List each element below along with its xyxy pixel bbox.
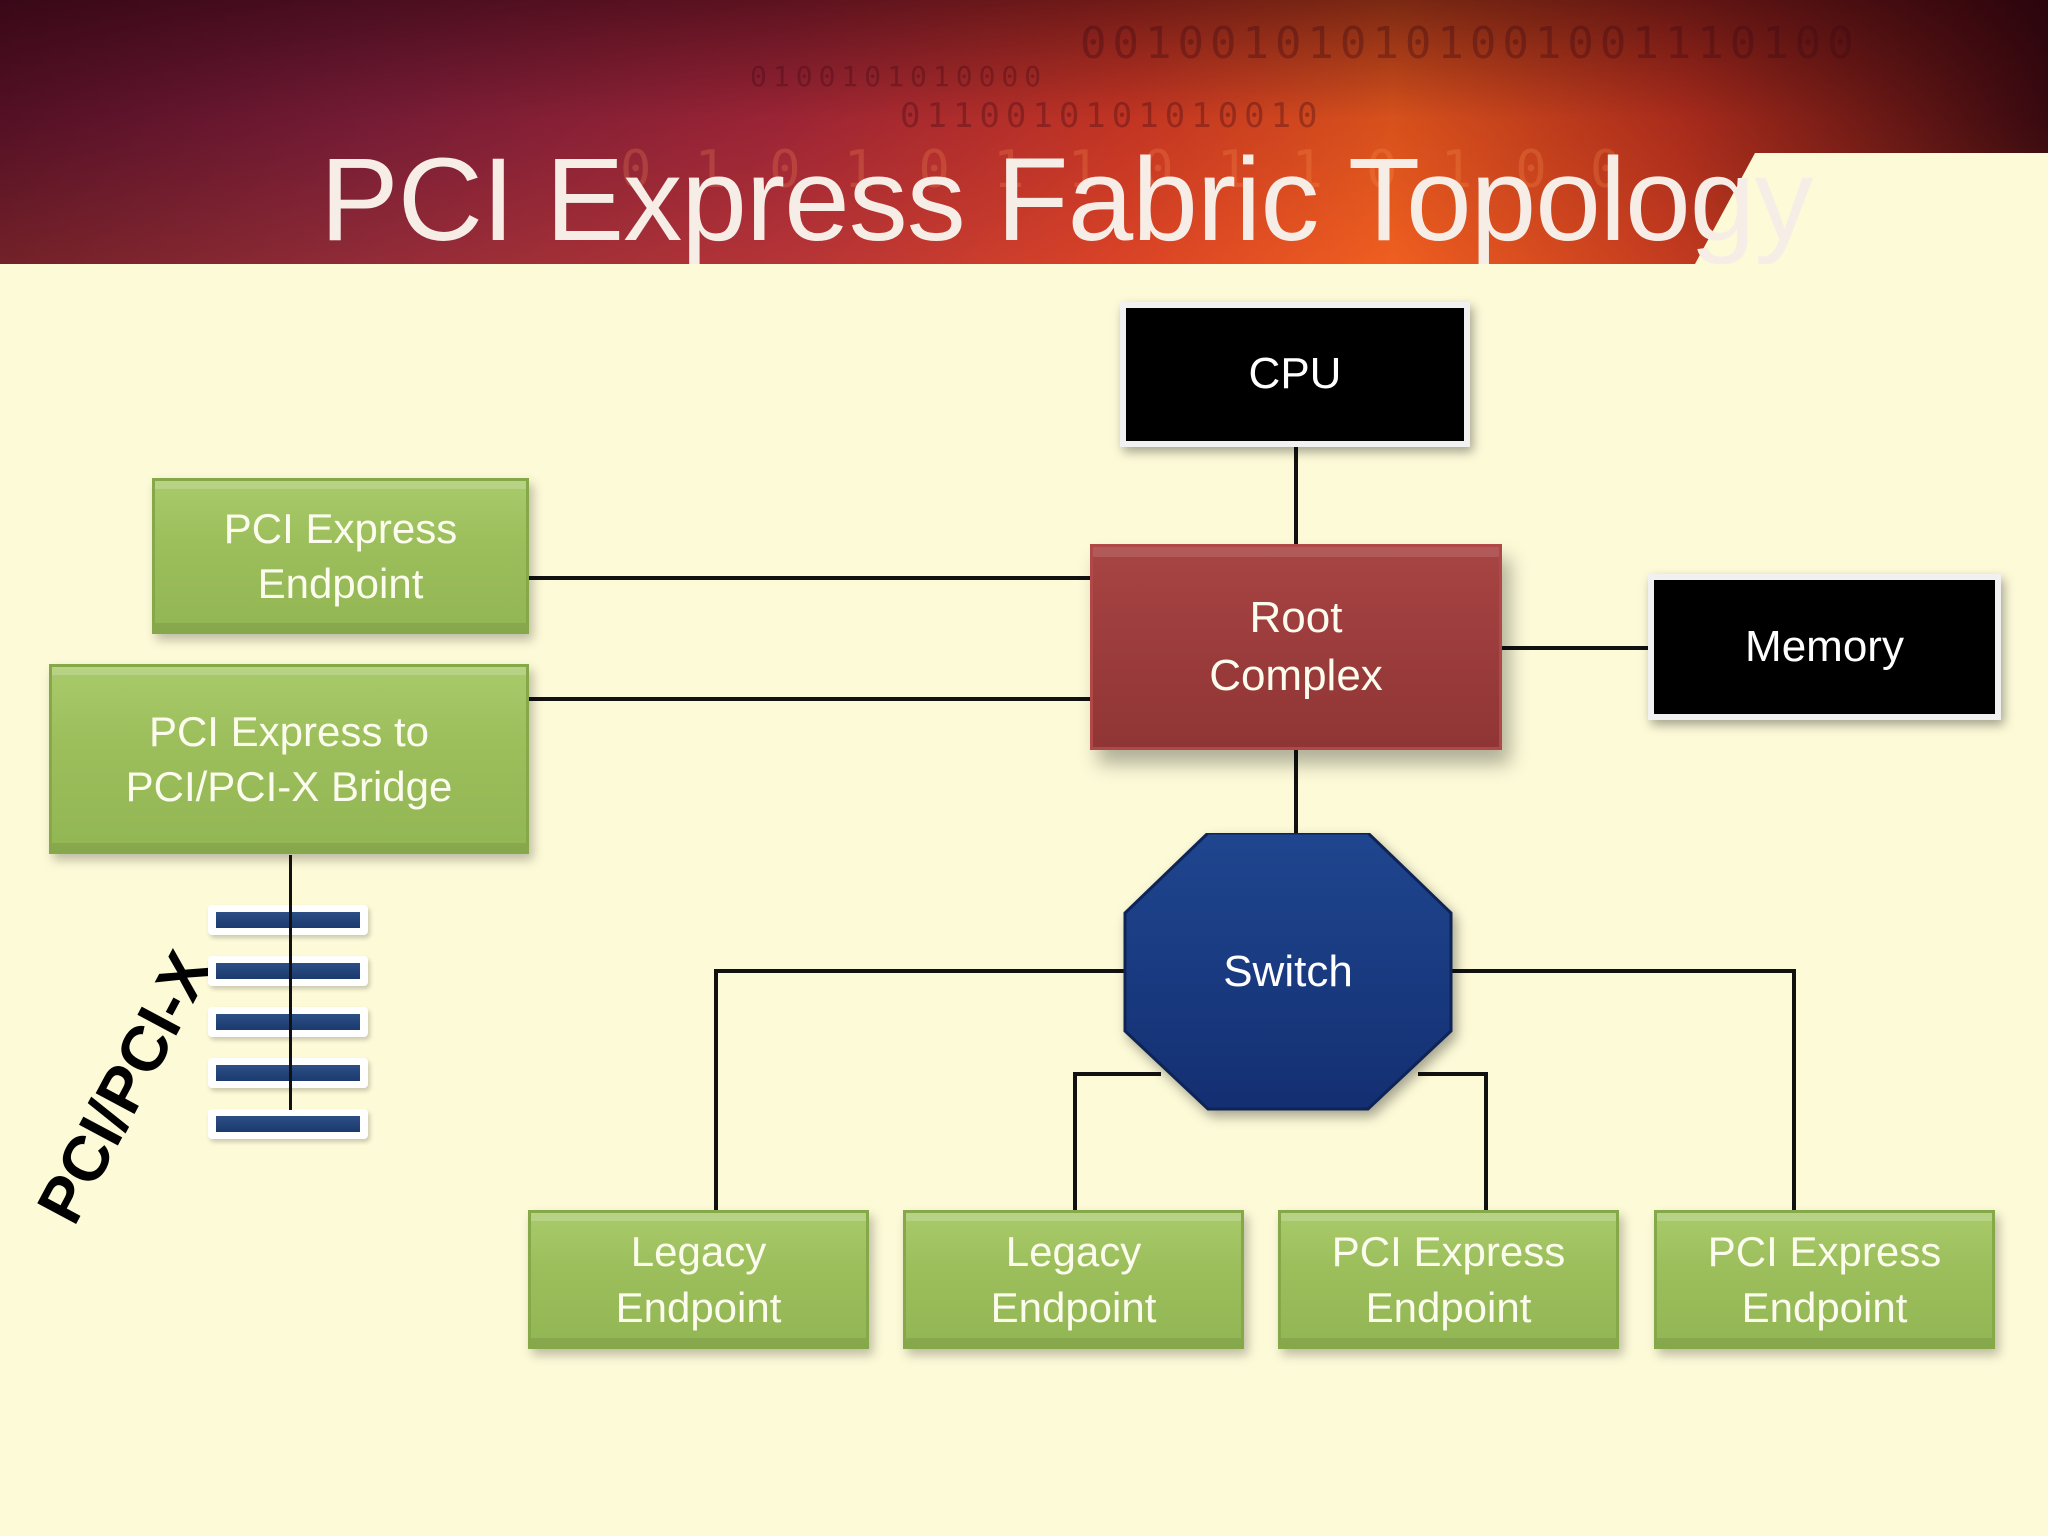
header-binary-2: 0100101010000 — [750, 60, 1048, 93]
root-complex-box: Root Complex — [1090, 544, 1502, 750]
legacy-endpoint-1: Legacy Endpoint — [528, 1210, 869, 1349]
wire-endpoint-root — [527, 576, 1092, 580]
header-diagonal-cut — [1695, 153, 2048, 264]
wire-switch-pcie3-h — [1418, 1072, 1488, 1076]
wire-bridge-bus — [289, 855, 292, 1110]
pcie-to-pci-bridge-label: PCI Express to PCI/PCI-X Bridge — [125, 707, 453, 810]
pci-slot — [208, 1058, 368, 1088]
pcie-endpoint-4-label: PCI Express Endpoint — [1707, 1228, 1942, 1331]
pcie-endpoint-4: PCI Express Endpoint — [1654, 1210, 1995, 1349]
wire-root-memory-a — [1500, 646, 1625, 650]
pcie-endpoint-3: PCI Express Endpoint — [1278, 1210, 1619, 1349]
pci-slot-bar — [216, 1014, 360, 1030]
legacy-endpoint-2: Legacy Endpoint — [903, 1210, 1244, 1349]
memory-box: Memory — [1648, 574, 2001, 720]
wire-root-memory-b — [1623, 646, 1653, 650]
wire-switch-pcie3-v — [1484, 1072, 1488, 1212]
legacy-endpoint-1-label: Legacy Endpoint — [615, 1228, 782, 1331]
header-binary-1: 001001010101001001110100 — [1080, 18, 1860, 69]
pcie-endpoint-top-left: PCI Express Endpoint — [152, 478, 529, 634]
wire-cpu-root — [1294, 445, 1298, 545]
wire-switch-legacy2-v — [1073, 1072, 1077, 1212]
cpu-box: CPU — [1120, 302, 1470, 447]
pci-slot-bar — [216, 1116, 360, 1132]
wire-switch-legacy1-h — [714, 969, 1126, 973]
switch-node: Switch — [1123, 833, 1453, 1111]
wire-switch-legacy2-h — [1073, 1072, 1161, 1076]
pci-slot — [208, 905, 368, 935]
wire-switch-pcie4-h — [1450, 969, 1796, 973]
pci-slot — [208, 956, 368, 986]
wire-bridge-root — [527, 697, 1092, 701]
pci-slot — [208, 1007, 368, 1037]
switch-octagon — [1123, 833, 1453, 1111]
legacy-endpoint-2-label: Legacy Endpoint — [990, 1228, 1157, 1331]
switch-label: Switch — [1223, 947, 1353, 996]
pci-slot — [208, 1109, 368, 1139]
pci-slot-bar — [216, 912, 360, 928]
header-shade — [0, 0, 2048, 264]
wire-root-switch — [1294, 750, 1298, 835]
pcie-to-pci-bridge: PCI Express to PCI/PCI-X Bridge — [49, 664, 529, 854]
root-complex-label: Root Complex — [1209, 592, 1383, 700]
pcie-endpoint-top-left-label: PCI Express Endpoint — [223, 504, 458, 607]
header-binary-4: 0 1 0 1 0 1 1 0 1 1 0 1 0 0 — [620, 140, 1628, 200]
header-binary-3: 0110010101010010 — [900, 96, 1324, 136]
slide-title: PCI Express Fabric Topology — [320, 134, 1813, 264]
pcie-endpoint-3-label: PCI Express Endpoint — [1331, 1228, 1566, 1331]
slide-header: 001001010101001001110100 0100101010000 0… — [0, 0, 2048, 264]
wire-switch-legacy1-v — [714, 969, 718, 1212]
wire-switch-pcie4-v — [1792, 969, 1796, 1212]
pci-slot-bar — [216, 1065, 360, 1081]
pci-slot-bar — [216, 963, 360, 979]
pci-bus-label: PCI/PCI-X — [22, 939, 226, 1235]
